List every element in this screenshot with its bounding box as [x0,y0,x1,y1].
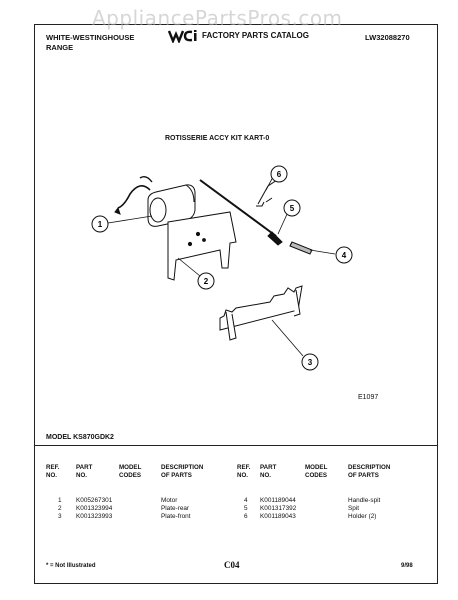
spit-handle-part [289,241,313,255]
callout-1: 1 [91,215,109,233]
page-frame [34,24,438,584]
row-part-number: K001189043 [260,513,296,520]
catalog-header: FACTORY PARTS CATALOG [168,29,309,43]
header-ref-left: REF.NO. [46,464,60,479]
callout-4-label: 4 [342,251,347,260]
exploded-parts-diagram: 1 2 3 4 5 6 [91,165,353,371]
row-ref: 2 [58,505,62,512]
row-description: Plate-front [161,513,191,520]
callout-2-label: 2 [204,277,209,286]
brand-header: WHITE-WESTINGHOUSE RANGE [46,33,134,53]
row-ref: 4 [244,497,248,504]
row-ref: 1 [58,497,62,504]
front-plate-part [219,285,303,341]
watermark: AppliancePartsPros.com [92,6,343,30]
diagram-code: E1097 [358,394,379,401]
rear-plate-part [167,211,237,281]
callout-1-label: 1 [98,220,103,229]
callout-2: 2 [197,272,215,290]
revision-date: 9/98 [401,563,413,569]
callout-5: 5 [283,199,301,217]
wci-logo-icon [168,30,197,43]
row-part-number: K005267301 [76,497,113,504]
footnote: * = Not Illustrated [46,563,96,569]
page-number: C04 [224,560,240,570]
diagram-title: ROTISSERIE ACCY KIT KART-0 [165,135,270,142]
row-ref: 3 [58,513,62,520]
callout-3-label: 3 [308,358,313,367]
callout-3: 3 [301,353,319,371]
row-description: Plate-rear [161,505,190,512]
row-description: Holder (2) [348,513,377,520]
callout-6-label: 6 [277,170,282,179]
row-ref: 6 [244,513,248,520]
row-description: Motor [161,497,178,504]
row-part-number: K001189044 [260,497,296,504]
brand-line-1: WHITE-WESTINGHOUSE [46,33,135,42]
motor-part [114,175,196,227]
row-part-number: K001317392 [260,505,297,512]
header-ref-right: REF.NO. [237,464,251,479]
spit-part [199,179,283,246]
row-description: Handle-spit [348,497,381,504]
catalog-title: FACTORY PARTS CATALOG [202,31,309,41]
model-number: MODEL KS870GDK2 [46,434,114,441]
brand-line-2: RANGE [46,43,74,52]
callout-6: 6 [270,165,288,183]
row-description: Spit [348,505,360,512]
divider [35,445,437,446]
callout-5-label: 5 [290,204,295,213]
callout-4: 4 [335,246,353,264]
catalog-number: LW32088270 [365,33,410,42]
callout-lines [107,176,336,357]
row-ref: 5 [244,505,248,512]
row-part-number: K001323994 [76,505,113,512]
row-part-number: K001323993 [76,513,113,520]
